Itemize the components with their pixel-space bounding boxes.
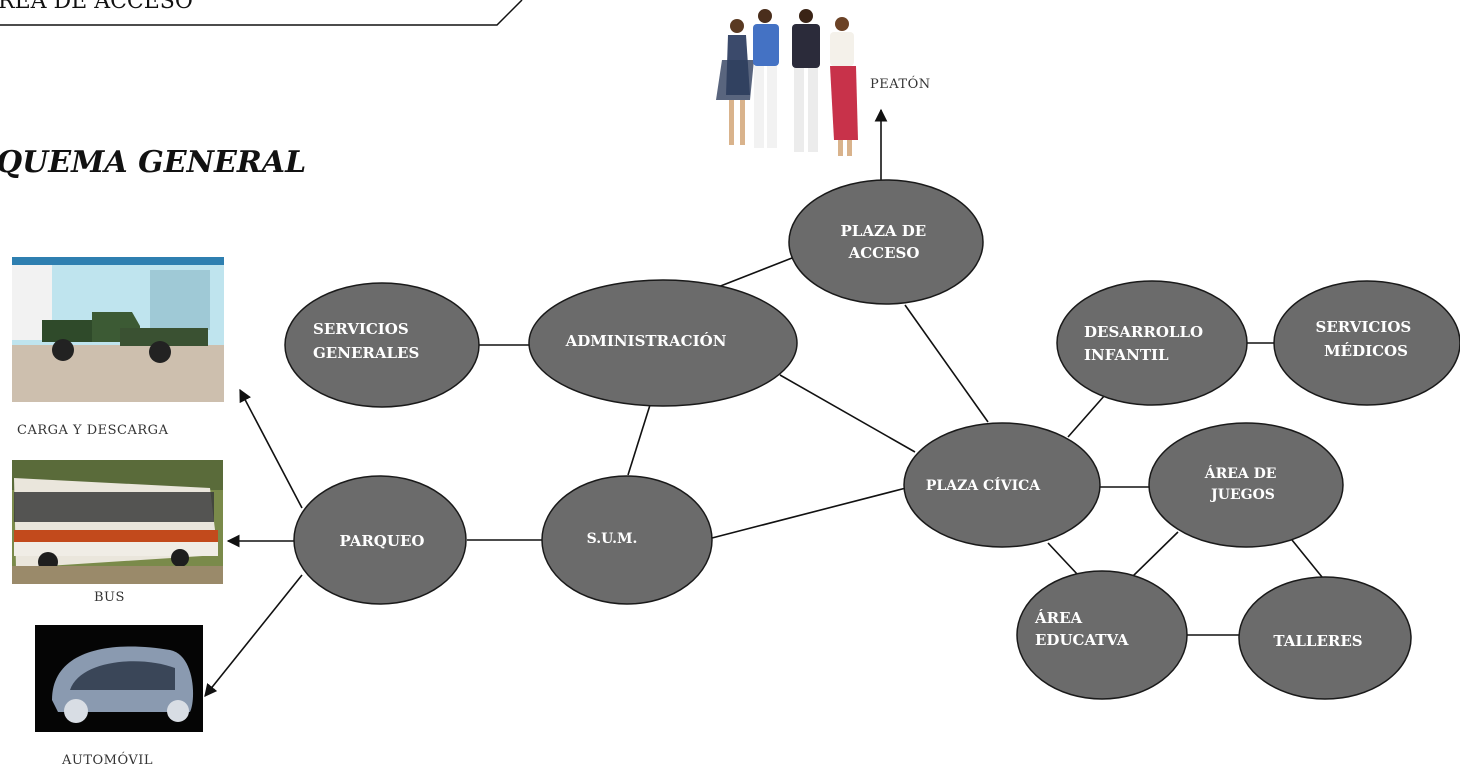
car-caption: AUTOMÓVIL [61,751,153,768]
edge-admin-plaza-acceso [717,257,793,288]
arrow-to-car [204,574,303,697]
bus-photo [12,460,223,584]
edge-admin-sum [627,404,651,476]
edge-juegos-educativa [1131,531,1179,578]
arrow-to-cargo [239,388,303,509]
edge-juegos-talleres [1291,539,1323,578]
label-desarrollo-infantil: DESARROLLO INFANTIL [1084,323,1208,364]
node-sum [541,475,713,605]
label-servicios-medicos: SERVICIOS MÉDICOS [1316,318,1417,360]
label-sum: S.U.M. [587,531,638,547]
label-parqueo: PARQUEO [340,532,425,550]
edge-plaza-acceso-plaza-civica [904,304,989,423]
pedestrians-photo [716,9,858,156]
diagram-title: QUEMA GENERAL [0,145,306,180]
node-plaza-acceso [788,179,984,305]
edge-sum-plaza-civica [711,487,907,539]
connections [467,257,1323,636]
car-photo [35,625,203,732]
bus-caption: BUS [94,590,125,605]
node-servicios-generales [284,282,480,408]
nodes [284,179,1460,700]
label-area-educativa: ÁREA EDUCATVA [1034,609,1129,649]
label-plaza-acceso: PLAZA DE ACCESO [841,222,932,262]
pickup-truck-photo [12,257,224,402]
node-area-educativa [1016,570,1188,700]
header-text: REA DE ACCESO [0,0,193,14]
label-administracion: ADMINISTRACIÓN [565,332,727,350]
label-servicios-generales: SERVICIOS GENERALES [313,320,419,362]
arrows [204,108,888,697]
label-plaza-civica: PLAZA CÍVICA [926,476,1041,494]
node-servicios-medicos [1273,280,1460,406]
node-administracion [528,279,798,407]
pedestrian-caption: PEATÓN [870,75,931,92]
node-labels: PLAZA DE ACCESO SERVICIOS GENERALES ADMI… [313,222,1417,650]
label-area-juegos: ÁREA DE JUEGOS [1204,464,1282,503]
node-plaza-civica [903,422,1101,548]
label-talleres: TALLERES [1273,632,1362,650]
cargo-caption: CARGA Y DESCARGA [17,423,169,438]
node-talleres [1238,576,1412,700]
edge-admin-plaza-civica [779,374,916,453]
edge-plaza-civica-educativa [1047,542,1079,576]
node-area-juegos [1148,422,1344,548]
node-parqueo [293,475,467,605]
node-desarrollo-infantil [1056,280,1248,406]
edge-plaza-civica-desarrollo [1067,394,1106,438]
header-banner: REA DE ACCESO [0,0,523,26]
